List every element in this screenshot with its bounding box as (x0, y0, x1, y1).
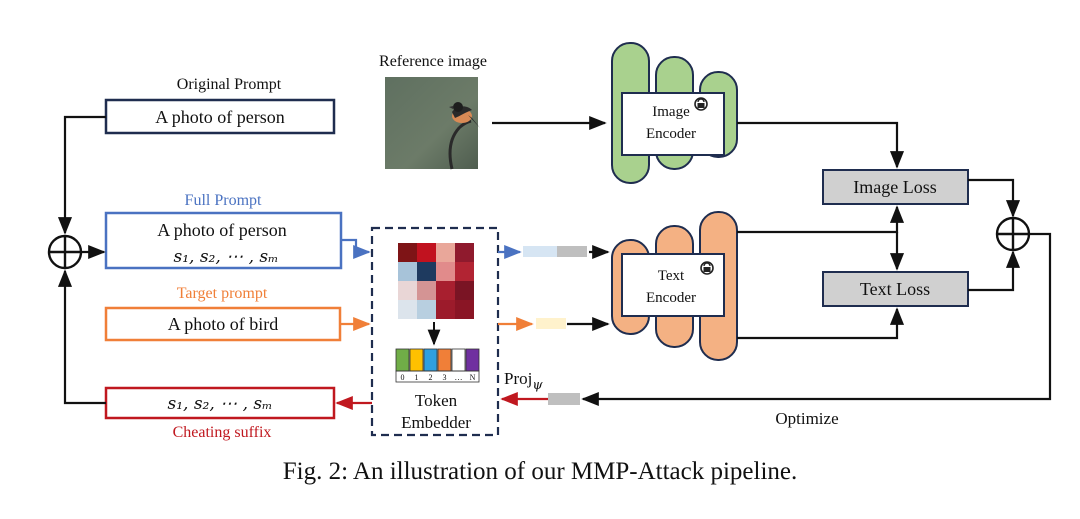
target-prompt-text: A photo of bird (168, 314, 279, 334)
token-embedder-label-line2: Embedder (401, 413, 471, 432)
matrix-cell (417, 300, 436, 319)
vocab-token-id: 2 (429, 373, 433, 382)
projection-base: Proj (504, 369, 532, 388)
pipeline-diagram: Original Prompt A photo of person Full P… (47, 42, 1052, 441)
right-sum-node (995, 216, 1031, 252)
image-loss-label: Image Loss (853, 177, 936, 197)
matrix-cell (436, 243, 455, 262)
vocab-token-cell (451, 348, 466, 372)
target-prompt-title: Target prompt (177, 285, 268, 302)
projection-label: Projψ (504, 369, 543, 393)
vocab-token-id: … (455, 373, 463, 382)
matrix-cell (455, 243, 474, 262)
cheating-suffix-text: s₁, s₂, ⋯ , sₘ (167, 394, 272, 414)
vocab-token-cell (409, 348, 424, 372)
cheating-suffix-title: Cheating suffix (173, 424, 272, 441)
token-embedder-box (370, 226, 500, 437)
original-to-sum-arrow (57, 115, 106, 235)
text-loss-box (822, 271, 969, 307)
text-loss-to-sum-arrow (968, 250, 1021, 292)
matrix-cell (417, 243, 436, 262)
text-encoder-label-line1: Text (658, 268, 685, 284)
suffix-to-sum-arrow (57, 269, 106, 405)
target-features-to-text-loss-arrow (737, 307, 905, 340)
vocab-index-row (395, 370, 480, 383)
vocab-token-cell (423, 348, 438, 372)
matrix-cell (455, 281, 474, 300)
matrix-cell (417, 281, 436, 300)
vocab-token-id: 1 (415, 373, 419, 382)
image-encoder-to-image-loss-arrow (737, 121, 905, 169)
frozen-lock-icon-text (700, 261, 714, 275)
optimize-label: Optimize (775, 409, 838, 428)
matrix-cell (398, 281, 417, 300)
matrix-cell (455, 300, 474, 319)
vocab-token-id: 0 (401, 373, 405, 382)
token-embedder-label-line1: Token (415, 391, 458, 410)
projection-subscript: ψ (532, 378, 543, 393)
text-encoder-label-line2: Encoder (646, 290, 696, 306)
full-prompt-to-embedder-arrow (341, 238, 371, 260)
embedding-matrix (398, 243, 474, 319)
matrix-cell (436, 300, 455, 319)
full-prompt-suffix-text: s₁, s₂, ⋯ , sₘ (173, 247, 278, 267)
reference-image-label: Reference image (379, 53, 487, 70)
text-loss-label: Text Loss (860, 279, 930, 299)
matrix-cell (398, 262, 417, 281)
vocab-token-id: 3 (443, 373, 447, 382)
full-prompt-box (104, 211, 343, 270)
matrix-cell (436, 262, 455, 281)
matrix-cell (398, 243, 417, 262)
left-sum-node (47, 234, 83, 270)
vocab-token-cell (465, 348, 480, 372)
image-encoder (611, 42, 738, 184)
text-features-to-image-loss-arrow (737, 205, 905, 234)
vocab-token-cell (395, 348, 410, 372)
image-loss-to-sum-arrow (968, 178, 1021, 218)
optimize-feedback-arrow (581, 232, 1052, 407)
original-prompt-text: A photo of person (155, 107, 285, 127)
original-prompt-title: Original Prompt (177, 76, 282, 93)
suffix-embedding-bar (557, 246, 587, 257)
full-prompt-text: A photo of person (157, 220, 287, 240)
matrix-cell (417, 262, 436, 281)
target-prompt-box (104, 306, 342, 342)
full-prompt-title: Full Prompt (185, 192, 262, 209)
figure-caption: Fig. 2: An illustration of our MMP-Attac… (282, 458, 798, 485)
image-encoder-label-line2: Encoder (646, 126, 696, 142)
matrix-cell (455, 262, 474, 281)
vocab-strip: 0 1 2 3 … N (395, 348, 480, 383)
matrix-cell (436, 281, 455, 300)
optimized-embedding-bar (548, 393, 580, 405)
vocab-token-id: N (470, 373, 476, 382)
image-encoder-label-line1: Image (652, 104, 690, 120)
text-encoder (611, 211, 738, 361)
image-loss-box (822, 169, 969, 205)
target-embedding-bar (536, 318, 566, 329)
matrix-cell (398, 300, 417, 319)
frozen-lock-icon (694, 97, 708, 111)
reference-image (385, 77, 480, 170)
full-prompt-embedding-bar (523, 246, 557, 257)
vocab-token-cell (437, 348, 452, 372)
cheating-suffix-box (104, 386, 336, 420)
